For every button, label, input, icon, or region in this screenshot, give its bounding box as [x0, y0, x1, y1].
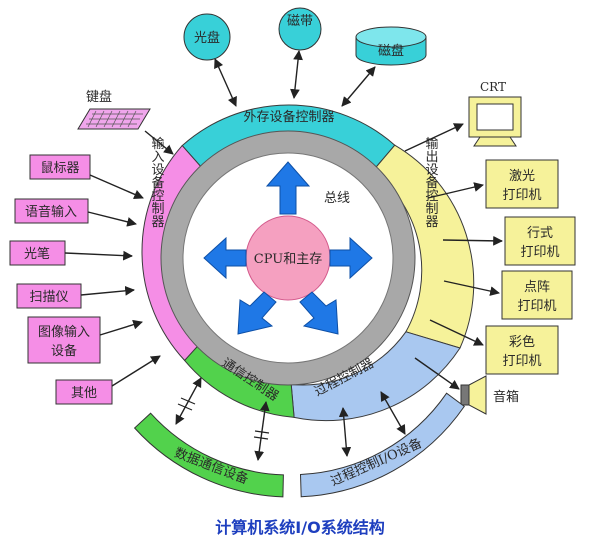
dot-matrix-printer-box: [501, 270, 573, 320]
color-printer-arrow: [429, 319, 484, 346]
bus-arrow-right: [329, 236, 373, 280]
magnetic-disk-arrow: [341, 66, 376, 107]
laser-printer-box: [485, 159, 559, 209]
other-label: 其他: [71, 386, 97, 401]
light-pen-arrow: [64, 250, 133, 261]
laser-printer-label-line1: 激光: [509, 169, 535, 184]
tape-node: [278, 7, 322, 51]
laser-printer-label-line2: 打印机: [502, 188, 541, 203]
optical-disk-node: [183, 13, 231, 61]
speaker-icon: [460, 375, 487, 415]
line-printer-arrow: [442, 235, 503, 246]
magnetic-disk-node: [355, 26, 427, 66]
speaker-arrow: [414, 357, 460, 390]
magnetic-disk-label: 磁盘: [378, 43, 404, 59]
scanner-arrow: [80, 285, 135, 296]
laser-printer-arrow: [427, 182, 484, 199]
scanner-label: 扫描仪: [29, 290, 68, 305]
crt-label: CRT: [480, 80, 506, 94]
cpu-memory-label: CPU和主存: [254, 252, 322, 267]
tape-label: 磁带: [287, 14, 313, 29]
image-input-label-line2: 设备: [51, 343, 77, 359]
mouse-label: 鼠标器: [40, 161, 79, 176]
voice-input-arrow: [87, 211, 137, 227]
process-control-io-device-label: 过程控制I/O设备: [328, 435, 424, 490]
bus-arrow-left: [203, 236, 247, 280]
crt-arrow: [404, 123, 464, 152]
optical-disk-label: 光盘: [194, 30, 220, 46]
tape-arrow: [290, 50, 303, 99]
light-pen-label: 光笔: [24, 246, 50, 262]
bus-label: 总线: [324, 191, 350, 206]
input-controller-label: 输入设备控制器: [149, 136, 165, 229]
bus-arrow-down-left: [237, 291, 277, 335]
process-link-right: [380, 391, 406, 435]
external-storage-controller-label: 外存设备控制器: [243, 109, 334, 125]
image-input-box: [27, 316, 101, 364]
bus-arrow-down-right: [299, 291, 339, 335]
output-controller-label: 输出设备控制器: [423, 136, 439, 229]
scanner-box: [16, 283, 82, 309]
comm-link-right: [254, 401, 270, 461]
speaker-label: 音箱: [493, 389, 519, 405]
keyboard-icon: [77, 108, 151, 130]
optical-disk-arrow: [214, 58, 237, 107]
color-printer-label-line2: 打印机: [502, 354, 541, 369]
voice-input-box: [14, 198, 89, 224]
other-arrow: [111, 355, 161, 387]
dot-matrix-printer-label-line2: 打印机: [517, 299, 556, 314]
image-input-label-line1: 图像输入: [38, 324, 90, 340]
modem-break-marks: [177, 397, 270, 440]
color-printer-label-line1: 彩色: [509, 334, 535, 350]
process-link-left: [338, 407, 352, 457]
mouse-arrow: [89, 174, 144, 199]
mouse-box: [29, 154, 91, 180]
line-printer-label-line1: 行式: [527, 226, 553, 241]
process-control-io-device-sector: [299, 392, 465, 498]
image-input-arrow: [99, 319, 143, 336]
other-box: [55, 379, 113, 405]
dot-matrix-printer-arrow: [443, 280, 500, 296]
color-printer-box: [485, 325, 559, 375]
line-printer-label-line2: 打印机: [520, 245, 559, 260]
dot-matrix-printer-label-line1: 点阵: [524, 280, 550, 295]
keyboard-label: 键盘: [86, 89, 112, 105]
keyboard-arrow: [144, 130, 174, 155]
crt-monitor-icon: [468, 96, 522, 147]
light-pen-box: [9, 240, 66, 266]
diagram-caption: 计算机系统I/O系统结构: [215, 518, 384, 537]
bus-arrow-up: [265, 161, 311, 215]
voice-input-label: 语音输入: [25, 204, 77, 220]
line-printer-box: [504, 216, 576, 266]
data-communication-device-sector: [133, 412, 284, 498]
